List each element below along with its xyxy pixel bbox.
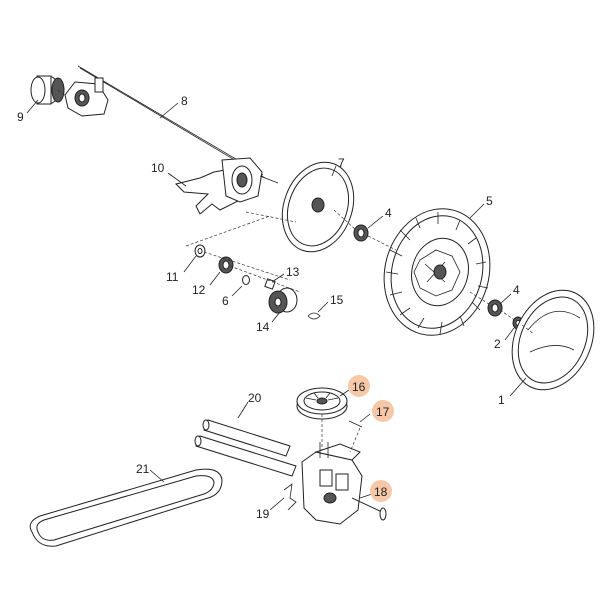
part-18-gearbox-drawing [301, 442, 387, 525]
label-part-10[interactable]: 10 [151, 161, 165, 175]
part-15-clip-drawing [307, 312, 321, 320]
part-21-belt-drawing [29, 468, 223, 547]
part-14-pinion-drawing [268, 287, 298, 314]
label-part-11[interactable]: 11 [166, 270, 179, 284]
part-12-bearing-drawing [218, 256, 234, 274]
part-16-pulley-drawing [296, 387, 348, 420]
label-part-21[interactable]: 21 [136, 462, 150, 476]
label-part-5[interactable]: 5 [486, 194, 493, 208]
label-part-20[interactable]: 20 [248, 391, 262, 405]
label-part-16[interactable]: 16 [352, 380, 366, 394]
label-part-18[interactable]: 18 [374, 485, 388, 499]
part-6-ring-drawing [242, 275, 250, 285]
label-part-15[interactable]: 15 [330, 293, 344, 307]
label-part-2[interactable]: 2 [494, 337, 501, 351]
label-part-4b[interactable]: 4 [513, 283, 520, 297]
part-19-clip-drawing [283, 483, 297, 511]
part-10-lever-drawing [175, 157, 279, 215]
label-part-4a[interactable]: 4 [385, 206, 392, 220]
part-20-shaft-drawing [194, 419, 297, 477]
label-part-7[interactable]: 7 [338, 156, 345, 170]
leader-lines [26, 99, 527, 511]
label-part-8[interactable]: 8 [181, 94, 188, 108]
part-7-disc-drawing [281, 161, 355, 253]
label-part-14[interactable]: 14 [256, 320, 270, 334]
assembly-lines [57, 89, 535, 453]
label-part-13[interactable]: 13 [286, 265, 300, 279]
part-17-pin-drawing [348, 420, 363, 428]
part-1-hubcap-drawing [511, 289, 595, 391]
label-part-19[interactable]: 19 [256, 507, 270, 521]
highlight-part-18 [370, 480, 392, 502]
label-part-12[interactable]: 12 [192, 283, 206, 297]
part-4a-bearing-drawing [353, 224, 369, 242]
label-part-6[interactable]: 6 [222, 294, 229, 308]
highlight-part-16 [348, 375, 370, 397]
label-part-1[interactable]: 1 [498, 393, 505, 407]
label-part-9[interactable]: 9 [17, 110, 24, 124]
label-part-17[interactable]: 17 [376, 405, 390, 419]
part-5-wheel-drawing [383, 208, 491, 336]
part-11-washer-drawing [194, 244, 206, 258]
part-13-key-drawing [264, 278, 276, 290]
highlight-part-17 [372, 400, 394, 422]
part-9-bushing-drawing [30, 75, 65, 105]
part-4b-bearing-drawing [487, 299, 503, 317]
